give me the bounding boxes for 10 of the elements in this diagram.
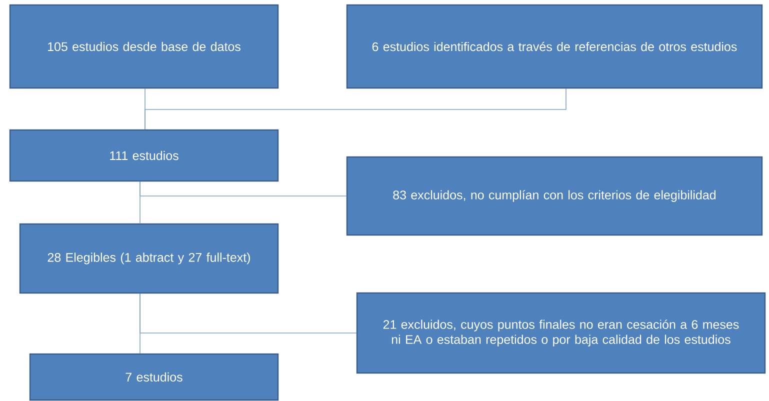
process-box: 28 Elegibles (1 abtract y 27 full-text) bbox=[19, 223, 279, 294]
process-box: 21 excluidos, cuyos puntos finales no eran cesación a 6 meses ni EA o estaban repetidos o por baja calidad de los estudios bbox=[356, 292, 766, 374]
process-box: 6 estudios identificados a través de referencias de otros estudios bbox=[346, 4, 763, 89]
connector-line bbox=[140, 293, 357, 334]
process-box: 7 estudios bbox=[29, 353, 279, 401]
process-box: 83 excluidos, no cumplían con los criterios de elegibilidad bbox=[346, 156, 763, 236]
process-box: 111 estudios bbox=[9, 129, 279, 182]
connector-line bbox=[140, 181, 347, 196]
process-box: 105 estudios desde base de datos bbox=[9, 4, 279, 89]
connector-line bbox=[144, 88, 566, 130]
